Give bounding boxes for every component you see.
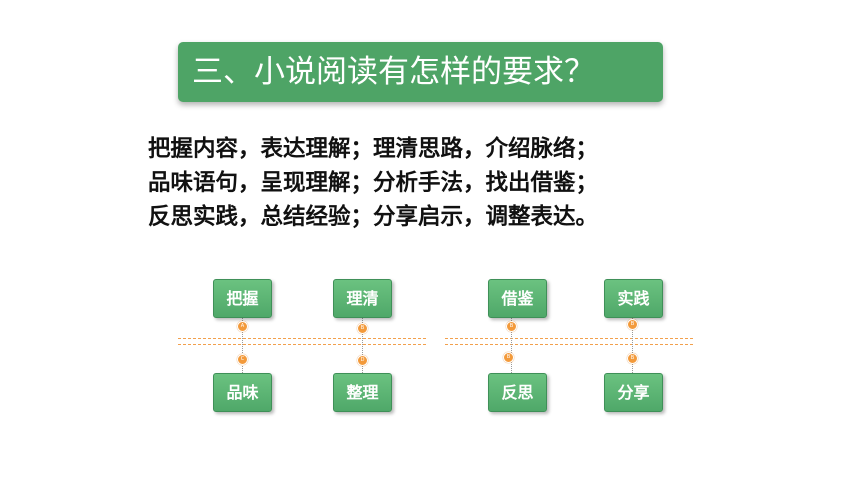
marker-dot: B: [627, 319, 638, 330]
marker-dot: B: [357, 323, 368, 334]
timeline-line: [178, 344, 426, 345]
body-line-2: 品味语句，呈现理解；分析手法，找出借鉴；: [148, 170, 599, 196]
marker-dot: A: [237, 321, 248, 332]
timeline-line: [178, 338, 426, 339]
body-text: 把握内容，表达理解；理清思路，介绍脉络； 品味语句，呈现理解；分析手法，找出借鉴…: [148, 132, 748, 234]
node-box: 实践: [604, 279, 663, 318]
node-box: 整理: [333, 373, 392, 412]
connector-line: [511, 317, 512, 373]
connector-line: [632, 317, 633, 373]
connector-line: [242, 317, 243, 373]
node-box: 分享: [604, 373, 663, 412]
body-line-3: 反思实践，总结经验；分享启示，调整表达。: [148, 204, 599, 230]
body-line-1: 把握内容，表达理解；理清思路，介绍脉络；: [148, 136, 599, 162]
marker-dot: C: [237, 354, 248, 365]
title-banner: 三、小说阅读有怎样的要求？: [178, 42, 663, 102]
marker-dot: B: [503, 352, 514, 363]
node-box: 反思: [488, 373, 547, 412]
marker-dot: B: [506, 321, 517, 332]
marker-dot: B: [627, 353, 638, 364]
connector-line: [362, 317, 363, 373]
timeline-line: [445, 338, 693, 339]
node-box: 借鉴: [488, 279, 547, 318]
timeline-line: [445, 344, 693, 345]
node-box: 把握: [213, 279, 272, 318]
node-box: 品味: [213, 373, 272, 412]
node-box: 理清: [333, 279, 392, 318]
marker-dot: D: [357, 355, 368, 366]
